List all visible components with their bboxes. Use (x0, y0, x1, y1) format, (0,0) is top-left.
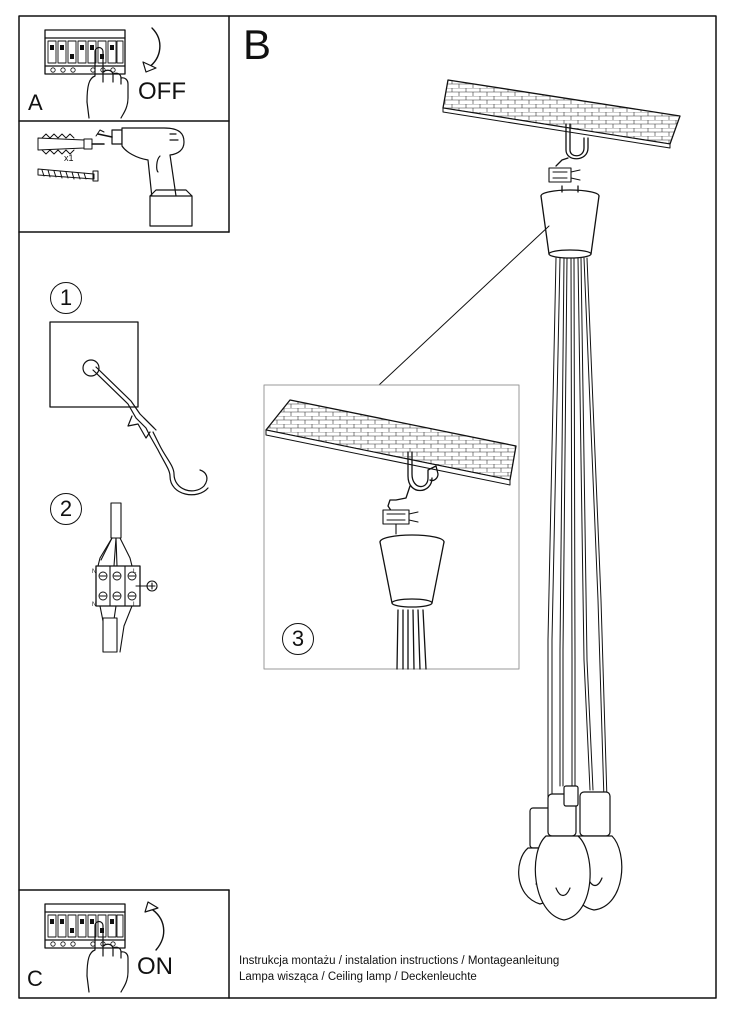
wire-connector-detail (382, 509, 419, 535)
step-2-badge: 2 (50, 493, 82, 525)
curved-arrow-down-icon (142, 27, 161, 73)
wall-plug-icon (37, 129, 105, 155)
caption-line-2: Lampa wisząca / Ceiling lamp / Deckenleu… (239, 971, 477, 983)
lamp-canopy-detail (379, 534, 445, 670)
ceiling-hook-main (555, 123, 589, 167)
step-1-badge: 1 (50, 282, 82, 314)
step-3-badge: 3 (282, 623, 314, 655)
panel-b-letter: B (243, 21, 272, 68)
hook-with-plug-icon (92, 366, 209, 496)
terminal-label-l-top: L (133, 569, 137, 575)
wiring-diagram (95, 502, 158, 653)
terminal-label-l-bottom: L (133, 602, 137, 608)
panel-c-letter: C (27, 966, 43, 991)
terminal-label-n-bottom: N (92, 602, 97, 608)
terminal-label-n-top: N (92, 569, 97, 575)
on-label: ON (137, 953, 173, 980)
ceiling-drill-area (49, 321, 139, 408)
quantity-label: x1 (64, 153, 74, 163)
wire-connector-main (548, 167, 581, 183)
detail-leader-line (378, 225, 550, 386)
ceiling-hook-detail (387, 451, 439, 513)
off-label: OFF (138, 78, 186, 105)
bulb-4 (563, 785, 579, 807)
screw-icon (37, 168, 99, 182)
caption-line-1: Instrukcja montażu / instalation instruc… (239, 955, 560, 967)
detail-inset-frame (263, 384, 520, 670)
drill-hole-icon (82, 359, 100, 377)
ceiling-plate-main (442, 79, 681, 149)
breaker-panel-on (44, 903, 129, 993)
outer-frame (18, 15, 717, 999)
breaker-panel-off (44, 29, 129, 119)
drill-icon (97, 127, 193, 227)
pendant-cords (547, 257, 608, 809)
bulb-cluster (518, 785, 623, 921)
ceiling-plate-detail (265, 399, 517, 486)
lamp-canopy-main (540, 185, 600, 259)
curved-arrow-up-icon (144, 901, 165, 951)
bulb-3 (534, 793, 591, 921)
panel-a-letter: A (28, 90, 43, 115)
